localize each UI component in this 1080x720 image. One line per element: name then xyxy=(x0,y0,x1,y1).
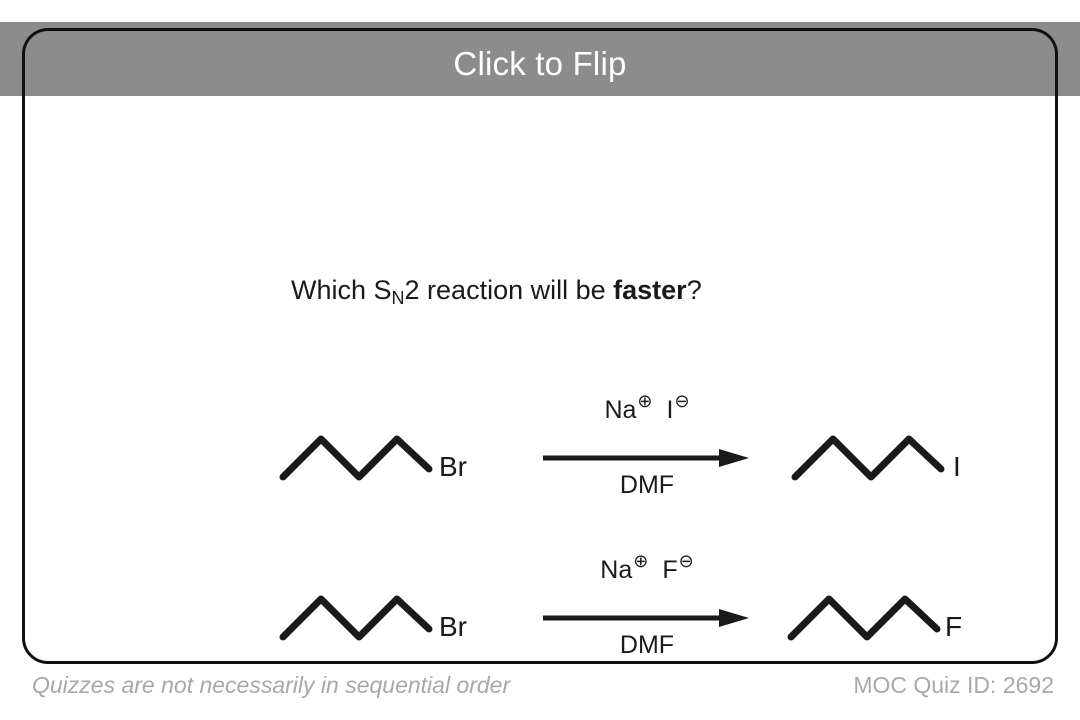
footer: Quizzes are not necessarily in sequentia… xyxy=(0,668,1080,720)
question-suffix: ? xyxy=(686,275,702,305)
solvent-below-arrow-1: DMF xyxy=(619,471,675,499)
reagent-anion-1: I xyxy=(666,396,674,424)
cation-charge-icon-1: ⊕ xyxy=(637,391,653,411)
arrow-icon-2 xyxy=(543,609,749,627)
reagent-cation-2: Na xyxy=(600,556,633,584)
anion-charge-icon-1: ⊖ xyxy=(674,391,690,411)
reagent-above-arrow-1: Na⊕ I⊖ xyxy=(541,391,753,425)
question-middle: 2 reaction will be xyxy=(404,275,614,305)
header-title: Click to Flip xyxy=(453,45,627,82)
flashcard[interactable]: Which SN2 reaction will be faster? Br Na… xyxy=(22,28,1058,664)
product-structure-1 xyxy=(791,417,951,483)
click-to-flip-header[interactable]: Click to Flip xyxy=(22,28,1058,96)
reagent-anion-2: F xyxy=(662,556,678,584)
solvent-below-arrow-2: DMF xyxy=(619,631,675,659)
question-text: Which SN2 reaction will be faster? xyxy=(291,275,702,309)
cation-charge-icon-2: ⊕ xyxy=(633,551,649,571)
reagent-cation-1: Na xyxy=(604,396,637,424)
footer-quiz-id: MOC Quiz ID: 2692 xyxy=(853,672,1054,698)
product-label-2: F xyxy=(945,611,963,642)
reaction-arrow-group-1: Na⊕ I⊖ DMF xyxy=(541,385,753,517)
reaction-scheme-2: Br Na⊕F⊖ DMF F xyxy=(279,537,979,661)
footer-note: Quizzes are not necessarily in sequentia… xyxy=(32,672,511,698)
reactant-label-1: Br xyxy=(439,451,467,482)
question-prefix: Which S xyxy=(291,275,392,305)
product-structure-2 xyxy=(787,577,947,643)
question-emphasis: faster xyxy=(613,275,687,305)
reagent-above-arrow-2: Na⊕ F⊖ xyxy=(541,551,753,585)
reactant-label-2: Br xyxy=(439,611,467,642)
flashcard-body: Which SN2 reaction will be faster? Br Na… xyxy=(47,127,1055,661)
reactant-structure-2 xyxy=(279,577,439,643)
question-subscript: N xyxy=(391,288,405,308)
reaction-scheme-1: Br Na⊕I⊖ DMF I xyxy=(279,377,979,527)
reactant-structure-1 xyxy=(279,417,439,483)
reaction-arrow-group-2: Na⊕ F⊖ DMF xyxy=(541,545,753,661)
arrow-icon-1 xyxy=(543,449,749,467)
product-label-1: I xyxy=(953,451,961,482)
anion-charge-icon-2: ⊖ xyxy=(678,551,694,571)
